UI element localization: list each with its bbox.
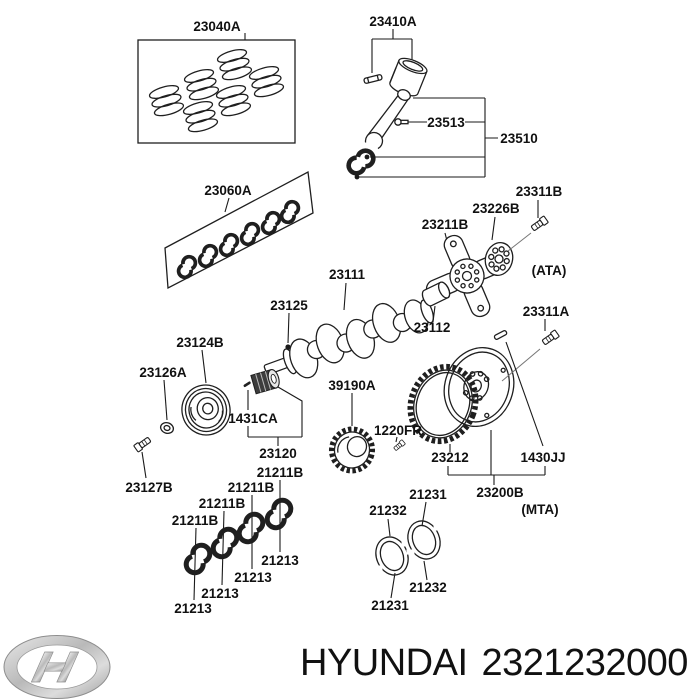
hyundai-logo — [3, 635, 111, 699]
label-23127B: 23127B — [125, 480, 173, 495]
hyundai-h-icon — [30, 651, 80, 683]
rod-nut-dot — [354, 174, 360, 180]
crankshaft — [263, 282, 434, 379]
pulley-group — [133, 349, 231, 479]
piston-assembly — [347, 29, 498, 180]
piston-pin-icon — [363, 74, 383, 84]
label-1220FR: 1220FR — [374, 423, 422, 438]
piston-ring-set — [137, 33, 296, 144]
label-21213-1: 21213 — [174, 601, 212, 616]
crank-key-icon — [285, 344, 291, 350]
label-23124B: 23124B — [176, 335, 224, 350]
crank-pulley-icon — [181, 384, 231, 436]
label-23126A: 23126A — [139, 365, 187, 380]
label-23226B: 23226B — [472, 201, 520, 216]
rod-bolt-icon — [394, 118, 409, 126]
piston-rings — [148, 49, 285, 133]
label-23510: 23510 — [500, 131, 538, 146]
bearing-pair — [184, 544, 212, 574]
label-23212: 23212 — [431, 450, 469, 465]
flywheel-bolt-icon — [540, 329, 560, 347]
connecting-rod-icon — [364, 89, 411, 151]
pulley-bolt-icon — [133, 435, 153, 453]
label-23120: 23120 — [259, 446, 297, 461]
label-21231-bottom: 21231 — [371, 598, 409, 613]
label-21211B-3: 21211B — [228, 480, 275, 495]
main-bearing-set — [164, 170, 314, 290]
label-23060A: 23060A — [204, 183, 252, 198]
crank-gear-icon — [328, 426, 376, 474]
label-39190A: 39190A — [328, 378, 376, 393]
thrust-washer-icon — [406, 520, 442, 560]
bearing-pair — [265, 499, 293, 529]
rod-bearing-shells — [347, 148, 375, 177]
label-23311A: 23311A — [523, 304, 570, 319]
label-1430JJ: 1430JJ — [520, 450, 565, 465]
flywheel-icon — [443, 347, 515, 427]
adapter-plate-icon — [484, 242, 514, 276]
rod-bolt-dot — [364, 154, 370, 160]
label-23111: 23111 — [329, 267, 366, 282]
label-21211B-2: 21211B — [199, 496, 246, 511]
drive-plate-group — [421, 200, 549, 323]
gear-bolt-icon — [392, 439, 406, 452]
bearing-pair — [237, 513, 265, 543]
label-23125: 23125 — [270, 298, 308, 313]
label-ata: (ATA) — [532, 263, 567, 278]
label-23200B: 23200B — [476, 485, 524, 500]
drive-plate-bolt-icon — [529, 215, 549, 233]
label-21213-2: 21213 — [201, 586, 239, 601]
label-23040A: 23040A — [193, 19, 241, 34]
washer-icon — [159, 422, 175, 434]
label-21232-top: 21232 — [369, 503, 407, 518]
crank-gear-group — [328, 393, 406, 474]
main-bearings-bottom — [184, 480, 293, 601]
spacer-icon — [421, 281, 451, 307]
spring-pin-icon — [243, 381, 251, 388]
label-mta: (MTA) — [521, 502, 558, 517]
ring-gear-icon — [407, 363, 479, 445]
part-number-text: 2321232000 — [481, 642, 689, 684]
label-23410A: 23410A — [369, 14, 417, 29]
crank-sprocket-icon — [250, 369, 280, 395]
brand-text: HYUNDAI — [300, 642, 468, 684]
label-21213-3: 21213 — [234, 570, 272, 585]
flywheel-key-icon — [493, 330, 508, 340]
thrust-washer-icon — [374, 536, 410, 576]
label-21231-top: 21231 — [409, 487, 447, 502]
label-1431CA: 1431CA — [228, 411, 278, 426]
thrust-washers — [374, 501, 442, 599]
sprocket-group — [243, 369, 303, 446]
label-21232-bottom: 21232 — [409, 580, 447, 595]
bearing-pair — [211, 528, 239, 558]
label-23211B: 23211B — [422, 217, 469, 232]
footer-caption: HYUNDAI 2321232000 — [300, 642, 688, 685]
label-23513: 23513 — [427, 115, 465, 130]
label-23311B: 23311B — [516, 184, 563, 199]
label-21213-4: 21213 — [261, 553, 299, 568]
label-21211B-1: 21211B — [172, 513, 219, 528]
label-23112: 23112 — [414, 320, 451, 335]
label-21211B-4: 21211B — [257, 465, 304, 480]
flywheel-group — [407, 319, 560, 485]
